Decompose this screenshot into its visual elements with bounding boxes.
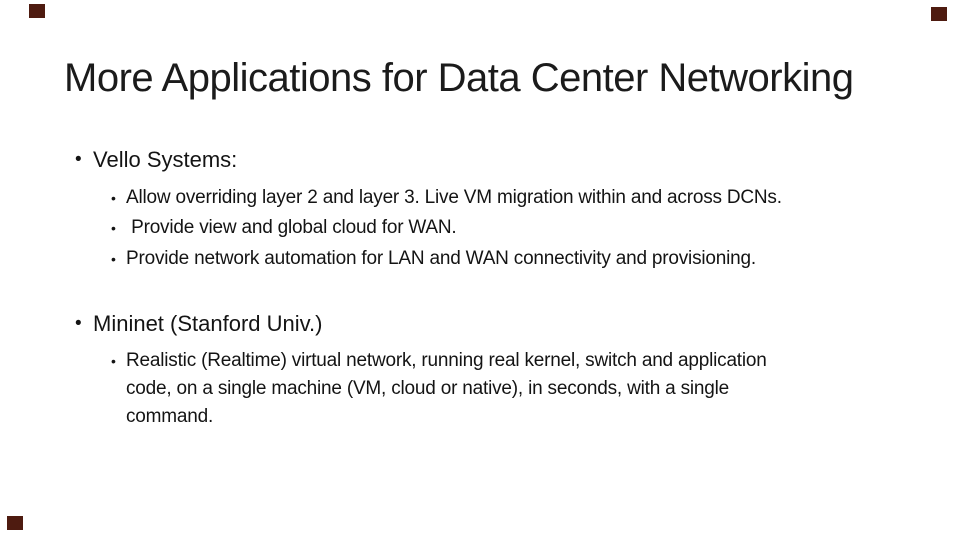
corner-square-top-left	[29, 4, 45, 18]
bullet-vello-item-1: • Allow overriding layer 2 and layer 3. …	[111, 183, 935, 213]
bullet-icon: •	[111, 220, 116, 236]
bullet-item-text: Allow overriding layer 2 and layer 3. Li…	[126, 187, 782, 208]
bullet-icon: •	[111, 251, 116, 267]
corner-square-bottom-left	[7, 516, 23, 530]
section-heading: Vello Systems:	[93, 147, 238, 172]
bullet-icon: •	[111, 353, 116, 369]
slide-title: More Applications for Data Center Networ…	[64, 56, 854, 100]
bullet-item-text: Provide network automation for LAN and W…	[126, 248, 756, 269]
bullet-icon: •	[75, 313, 82, 334]
bullet-vello-item-3: • Provide network automation for LAN and…	[111, 244, 935, 274]
bullet-vello-systems: • Vello Systems:	[75, 146, 935, 174]
bullet-item-text: Provide view and global cloud for WAN.	[126, 217, 457, 238]
bullet-mininet: • Mininet (Stanford Univ.)	[75, 310, 935, 338]
corner-square-top-right	[931, 7, 947, 21]
section-heading: Mininet (Stanford Univ.)	[93, 311, 323, 336]
bullet-vello-item-2: • Provide view and global cloud for WAN.	[111, 213, 935, 243]
bullet-icon: •	[111, 190, 116, 206]
bullet-mininet-item-1: • Realistic (Realtime) virtual network, …	[111, 347, 935, 431]
bullet-item-text: Realistic (Realtime) virtual network, ru…	[126, 350, 767, 427]
bullet-icon: •	[75, 149, 82, 170]
